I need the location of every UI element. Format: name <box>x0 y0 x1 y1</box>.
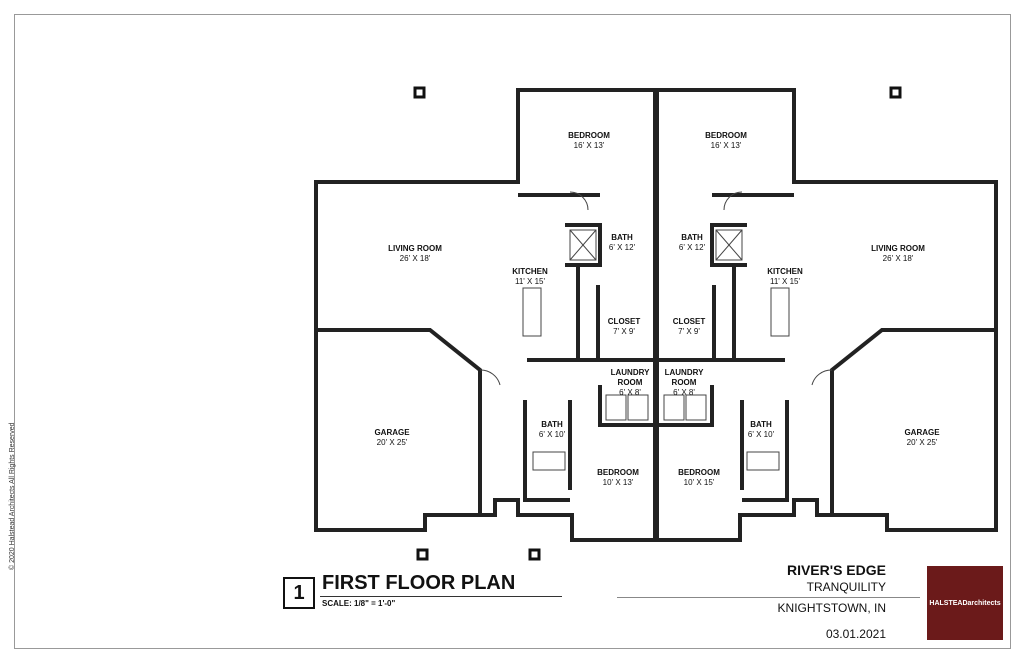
exterior-wall <box>314 88 656 542</box>
bathtub <box>532 451 566 471</box>
plan-number: 1 <box>283 577 315 609</box>
door-swing <box>569 191 589 211</box>
columns <box>413 86 902 561</box>
door-swing <box>479 369 501 386</box>
project-date: 03.01.2021 <box>825 627 886 641</box>
plan-scale: SCALE: 1/8" = 1'-0" <box>322 599 396 608</box>
door-swing <box>811 369 833 386</box>
column-post <box>528 548 541 561</box>
project-model: TRANQUILITY <box>806 580 886 594</box>
architect-logo: HALSTEADarchitects <box>927 566 1003 640</box>
logo-text: HALSTEADarchitects <box>929 599 1001 607</box>
shower <box>715 229 743 261</box>
living-garage-wall <box>316 328 482 515</box>
washer <box>605 394 627 421</box>
drawing-border <box>14 14 1011 649</box>
lower-bath-wall <box>523 400 570 502</box>
plan-title: FIRST FLOOR PLAN <box>322 572 516 594</box>
column-post <box>416 548 429 561</box>
copyright-text: © 2020 Halstead Architects All Rights Re… <box>9 422 16 570</box>
door-swing <box>723 191 743 211</box>
washer <box>663 394 685 421</box>
title-block-divider <box>617 597 920 598</box>
bath-wall <box>565 223 602 267</box>
laundry-wall <box>598 385 656 427</box>
dryer <box>627 394 649 421</box>
project-location: KNIGHTSTOWN, IN <box>777 601 886 615</box>
kitchen-island <box>770 287 790 337</box>
project-name: RIVER'S EDGE <box>786 562 886 578</box>
column-post <box>413 86 426 99</box>
bathtub <box>746 451 780 471</box>
dryer <box>685 394 707 421</box>
title-underline <box>320 596 562 597</box>
shower <box>569 229 597 261</box>
column-post <box>889 86 902 99</box>
kitchen-island <box>522 287 542 337</box>
unit-left-walls <box>314 88 656 542</box>
